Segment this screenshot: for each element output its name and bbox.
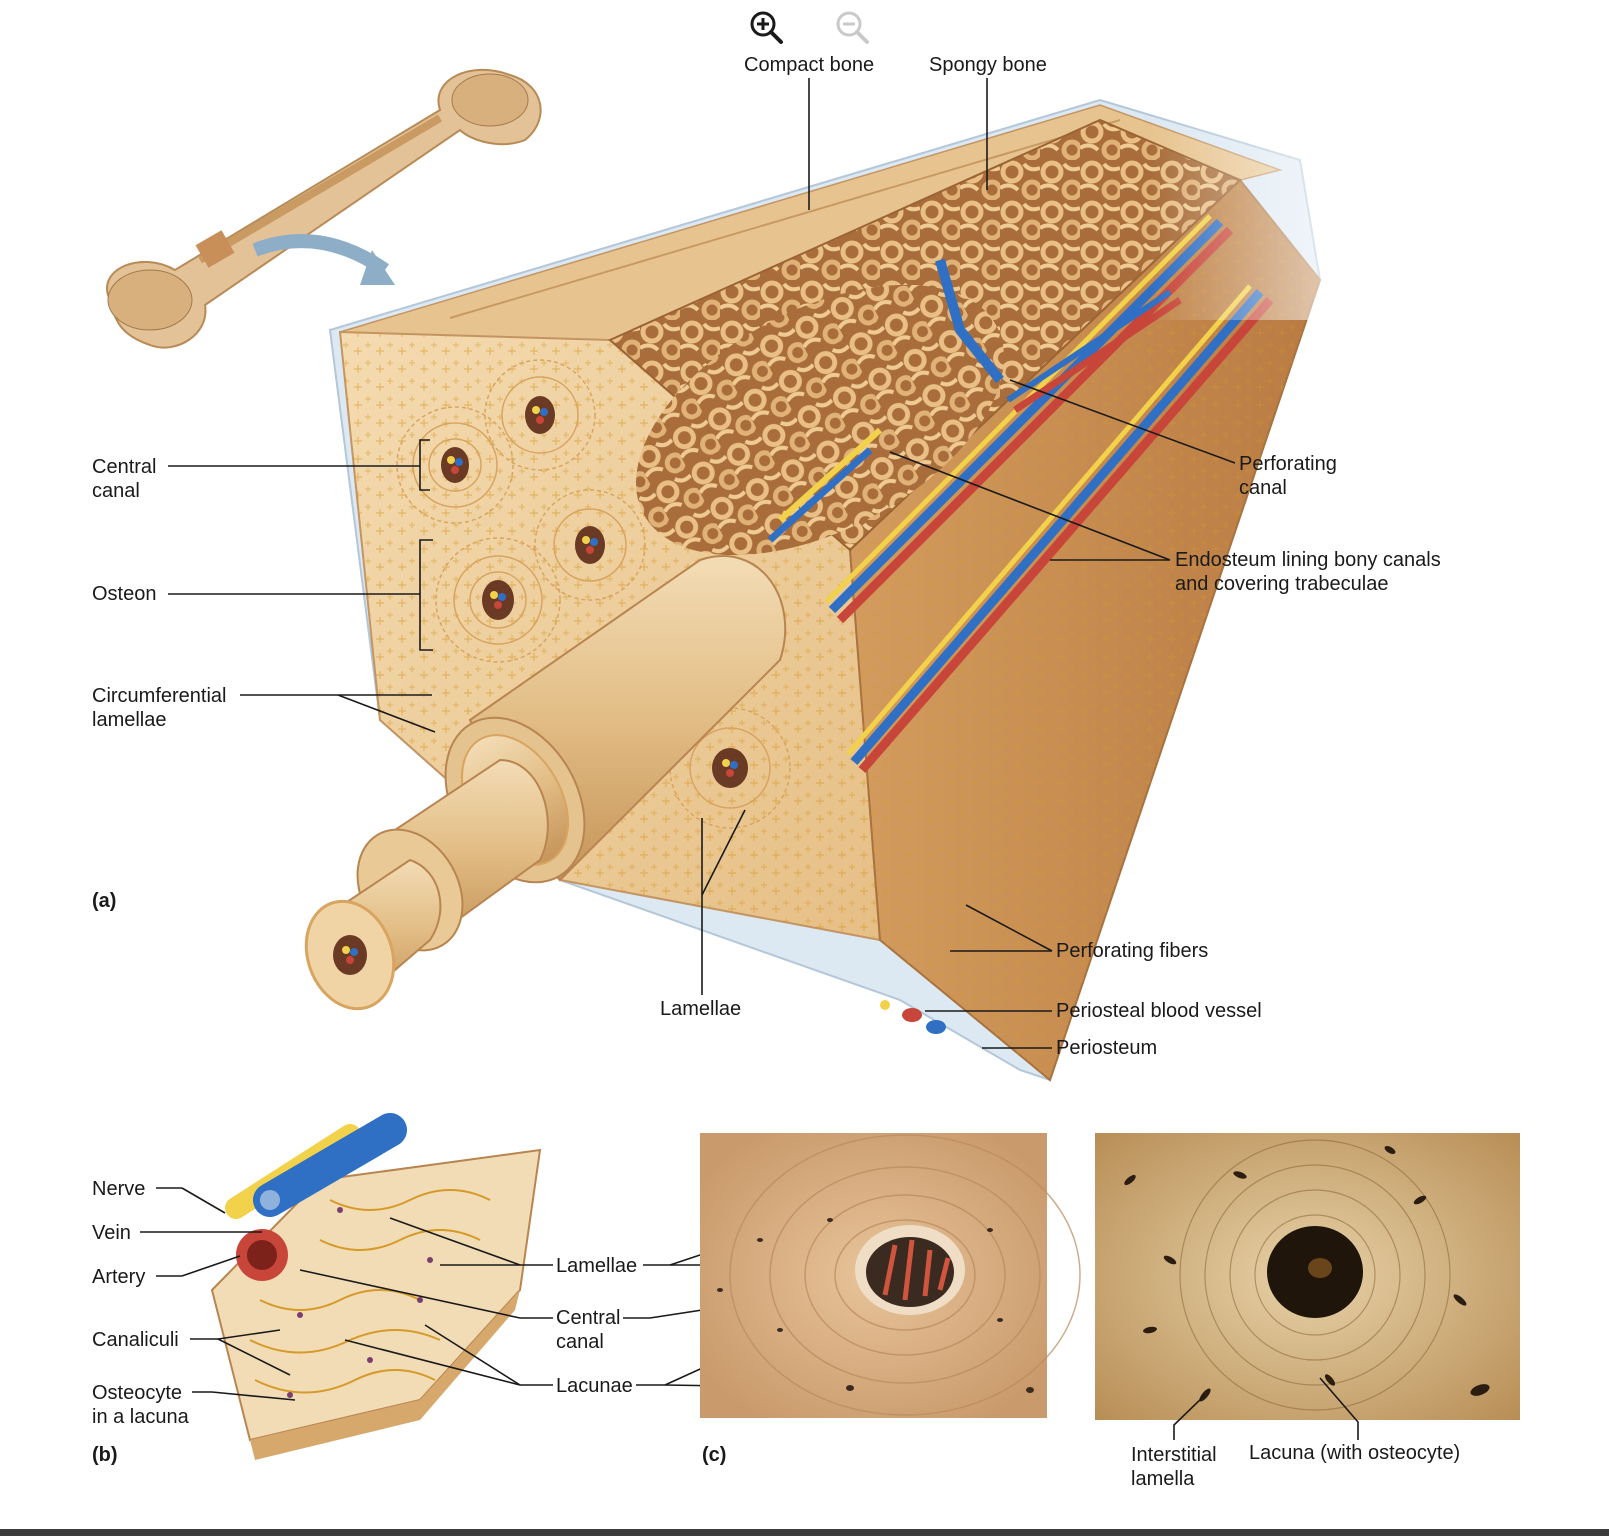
label-canaliculi: Canaliculi xyxy=(92,1329,179,1351)
leader-lines-a xyxy=(168,78,1236,1049)
label-lacunae: Lacunae xyxy=(556,1375,633,1397)
panel-c-tag: (c) xyxy=(702,1444,727,1466)
label-periosteal-blood-vessel: Periosteal blood vessel xyxy=(1056,1000,1262,1022)
long-bone-overview xyxy=(106,69,542,349)
label-lamellae-b: Lamellae xyxy=(556,1255,638,1277)
panel-c-light-micrograph xyxy=(1095,1133,1520,1420)
zoom-in-button[interactable] xyxy=(745,6,787,48)
bottom-scroll-edge xyxy=(0,1529,1609,1536)
panel-b-tag: (b) xyxy=(92,1444,118,1466)
periosteal-vessels xyxy=(880,1000,946,1034)
label-lacuna-with-osteocyte: Lacuna (with osteocyte) xyxy=(1249,1442,1461,1464)
label-artery: Artery xyxy=(92,1266,146,1288)
label-nerve: Nerve xyxy=(92,1178,146,1200)
label-periosteum: Periosteum xyxy=(1056,1037,1158,1059)
panel-a-tag: (a) xyxy=(92,890,117,912)
zoom-out-button[interactable] xyxy=(831,6,873,48)
telescoping-osteon xyxy=(304,555,787,1011)
osteons xyxy=(396,359,791,829)
zoom-out-icon xyxy=(836,11,869,44)
label-perforating-fibers: Perforating fibers xyxy=(1056,940,1209,962)
label-spongy-bone: Spongy bone xyxy=(929,54,1047,76)
label-vein: Vein xyxy=(92,1222,131,1244)
panel-c-sem-image xyxy=(700,1133,1081,1418)
label-compact-bone: Compact bone xyxy=(744,54,875,76)
zoom-in-icon xyxy=(750,11,783,44)
label-lamellae-a: Lamellae xyxy=(660,998,742,1020)
leader-lines-c xyxy=(1173,1377,1359,1440)
label-osteon: Osteon xyxy=(92,583,157,605)
panel-b-illustration xyxy=(210,1113,542,1460)
